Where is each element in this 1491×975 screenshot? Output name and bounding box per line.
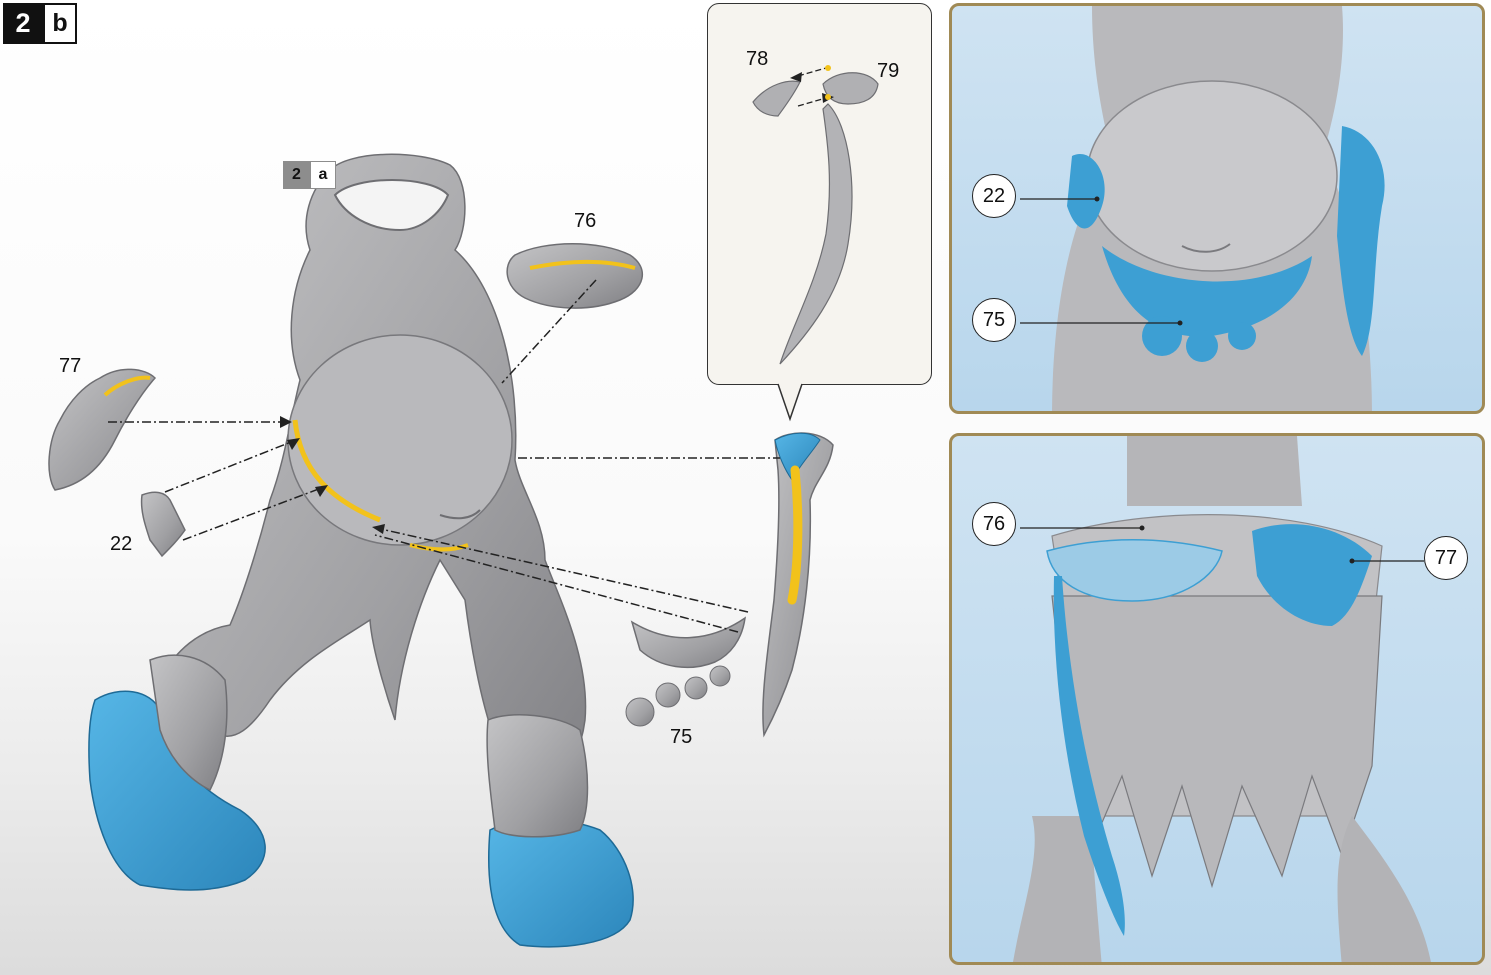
- callout-circle-75: 75: [972, 298, 1016, 342]
- detail-panel-top: [949, 3, 1485, 414]
- reference-badge: 2 a: [283, 161, 336, 189]
- callout-circle-22: 22: [972, 174, 1016, 218]
- part-75-model: [626, 618, 745, 726]
- part-22-model: [142, 492, 185, 556]
- tentacle-model: [763, 433, 833, 735]
- reference-sub-letter: a: [310, 161, 336, 189]
- part-label-76: 76: [574, 210, 596, 233]
- step-number: 2: [3, 3, 43, 44]
- part-label-22: 22: [110, 533, 132, 556]
- callout-tentacle-illustration: [708, 4, 933, 386]
- part-77-model: [49, 369, 155, 490]
- callout-circle-76: 76: [972, 502, 1016, 546]
- callout-label-78: 78: [746, 48, 768, 71]
- step-badge: 2 b: [3, 3, 77, 44]
- detail-panel-bottom: [949, 433, 1485, 965]
- part-label-75: 75: [670, 726, 692, 749]
- callout-label-79: 79: [877, 60, 899, 83]
- panel-bottom-illustration: [952, 436, 1485, 965]
- callout-pointer: [776, 383, 806, 423]
- step-sub-letter: b: [43, 3, 77, 44]
- part-76-model: [507, 244, 642, 308]
- callout-circle-77: 77: [1424, 536, 1468, 580]
- part-label-77: 77: [59, 355, 81, 378]
- panel-top-illustration: [952, 6, 1485, 414]
- right-foot-model: [487, 715, 633, 947]
- reference-number: 2: [283, 161, 310, 189]
